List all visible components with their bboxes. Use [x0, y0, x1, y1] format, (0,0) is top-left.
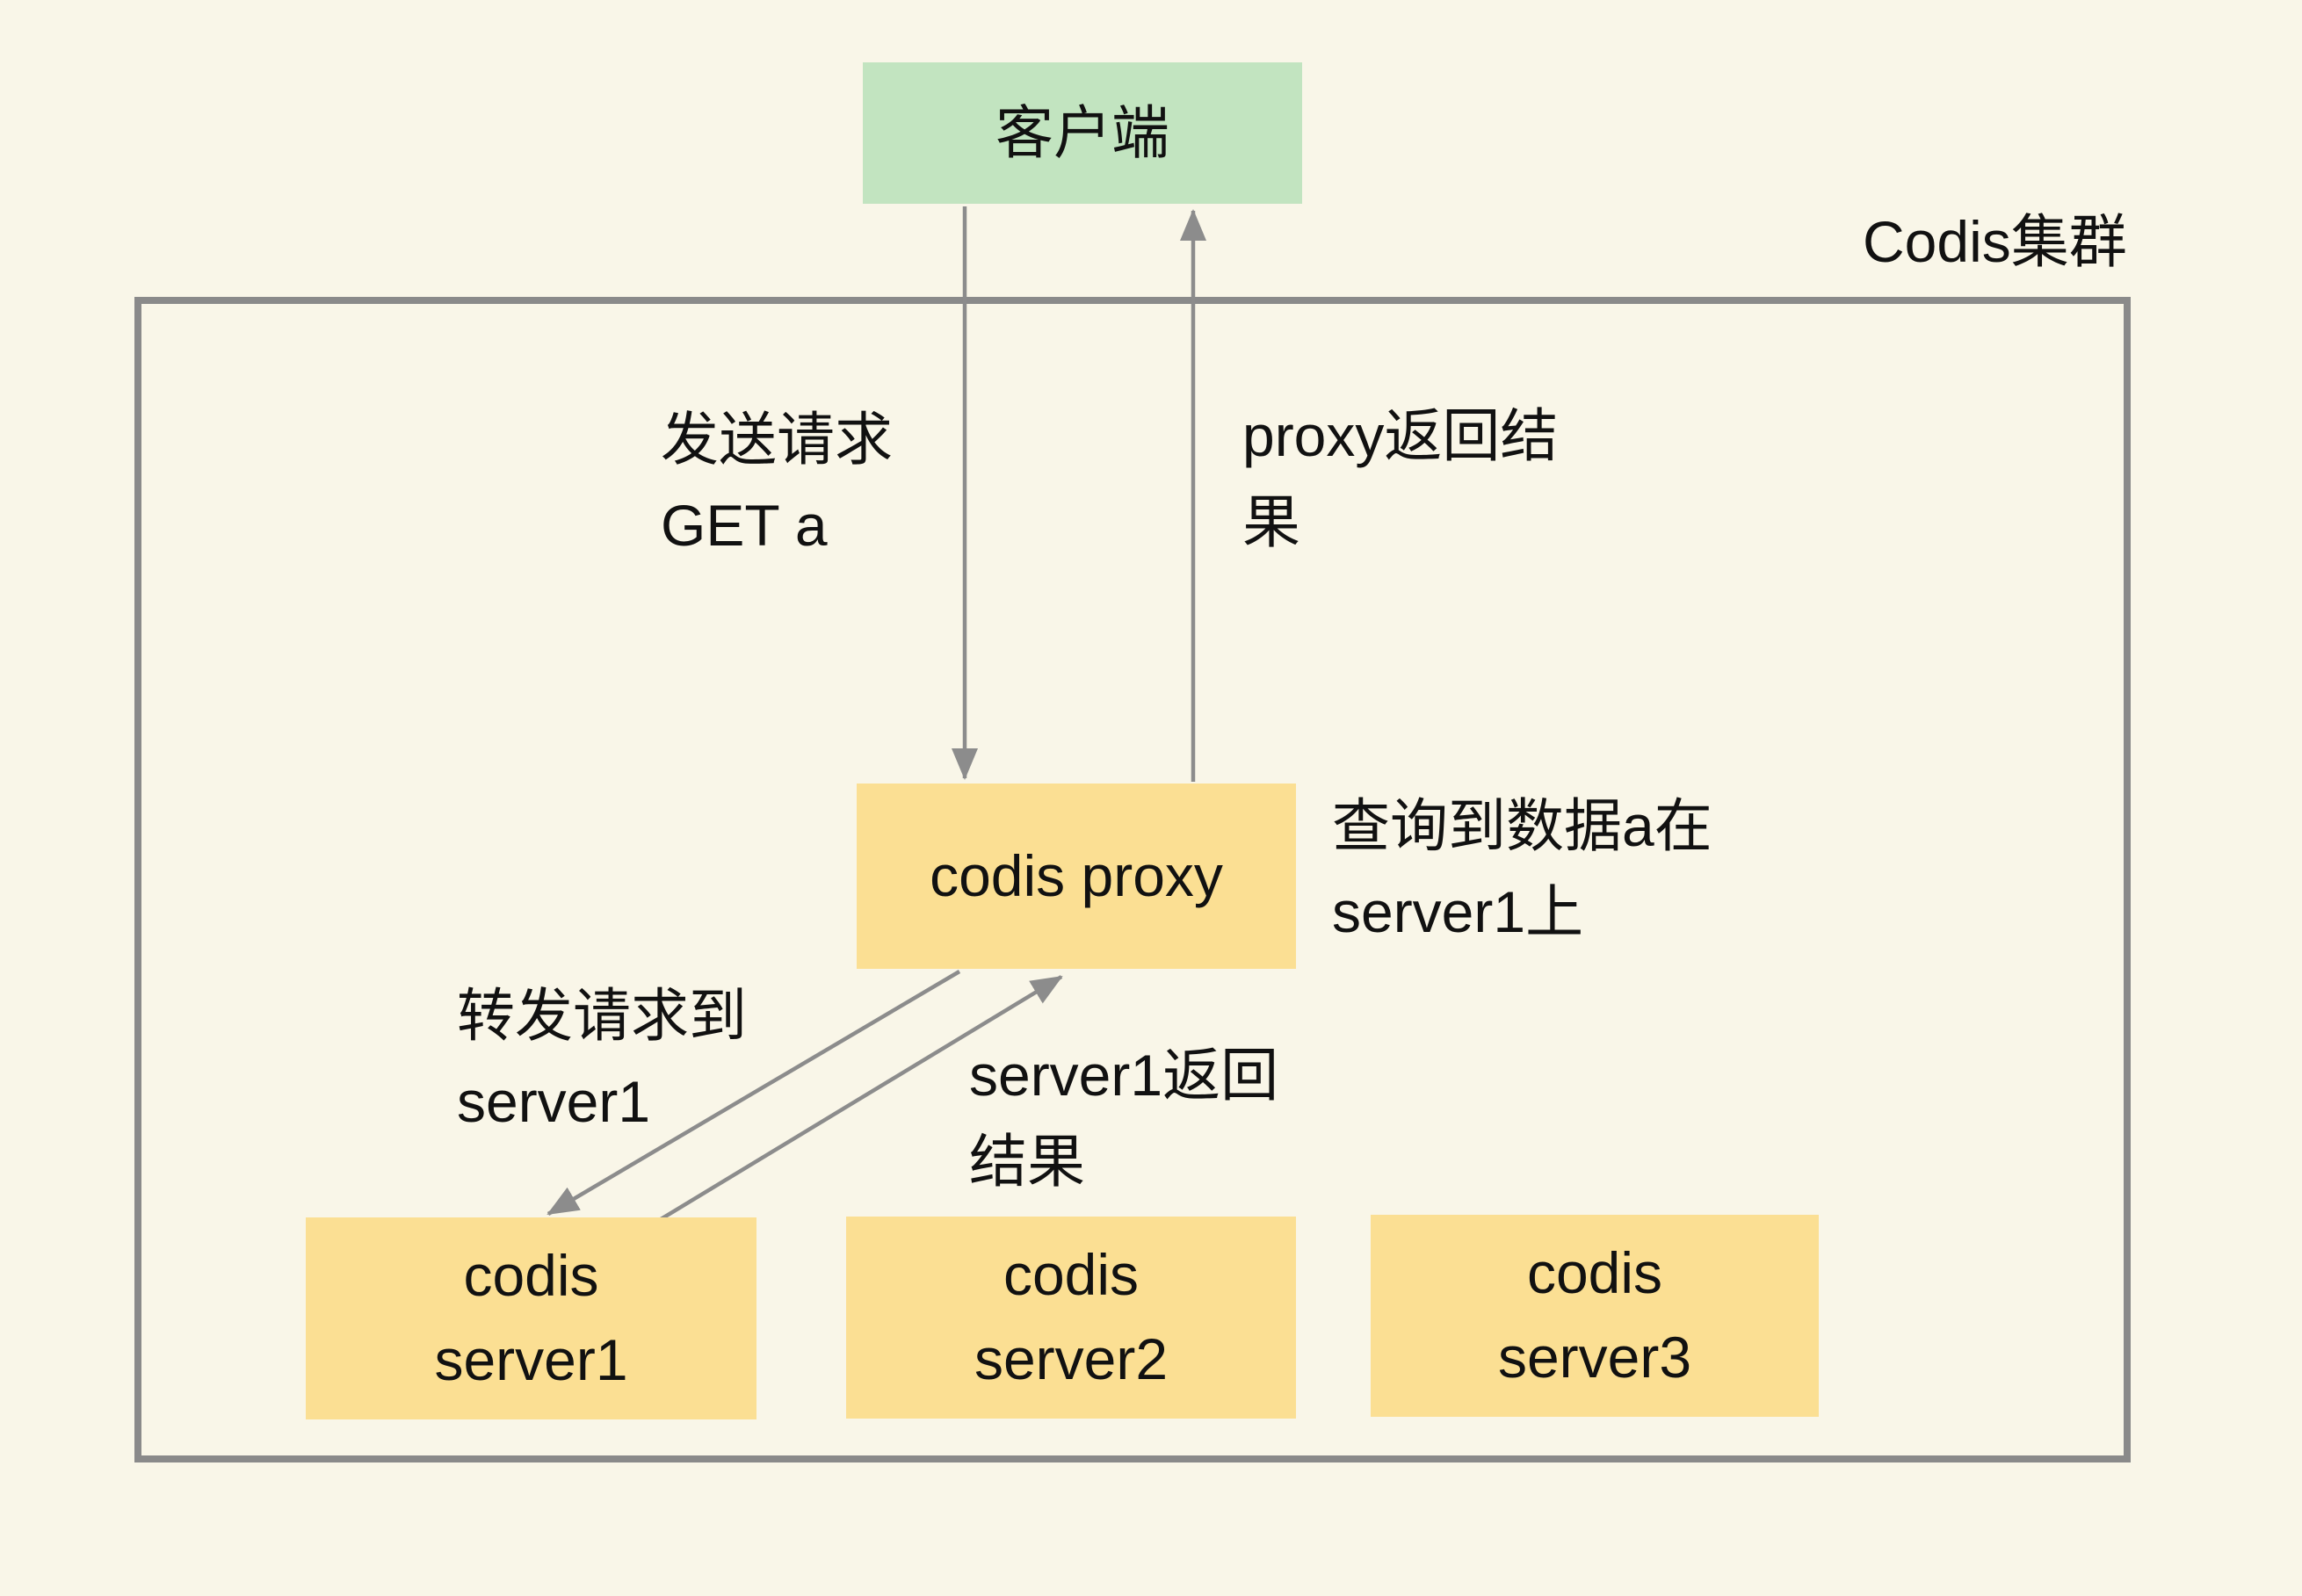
server2-node: codis server2 [846, 1217, 1296, 1419]
server2-node-label: codis server2 [974, 1242, 1169, 1391]
cluster-border [134, 297, 2131, 1462]
server3-node-label: codis server3 [1497, 1240, 1692, 1390]
client-node: 客户端 [863, 62, 1302, 204]
proxy-node: codis proxy [857, 784, 1296, 969]
server1-node-label: codis server1 [434, 1243, 628, 1392]
label-query-note: 查询到数据a在 server1上 [1332, 793, 1712, 944]
client-node-label: 客户端 [995, 99, 1169, 165]
proxy-node-label: codis proxy [930, 842, 1223, 908]
server1-node: codis server1 [306, 1217, 756, 1419]
label-send-request: 发送请求 GET a [661, 407, 893, 558]
label-proxy-return: proxy返回结 果 [1242, 403, 1559, 554]
label-server1-return: server1返回 结果 [969, 1043, 1279, 1194]
cluster-label: Codis集群 [1863, 209, 2127, 274]
arrow-proxy-to-server1 [547, 970, 961, 1216]
arrow-server1-to-proxy [659, 975, 1063, 1221]
server3-node: codis server3 [1371, 1215, 1819, 1417]
label-forward-request: 转发请求到 server1 [457, 983, 747, 1134]
